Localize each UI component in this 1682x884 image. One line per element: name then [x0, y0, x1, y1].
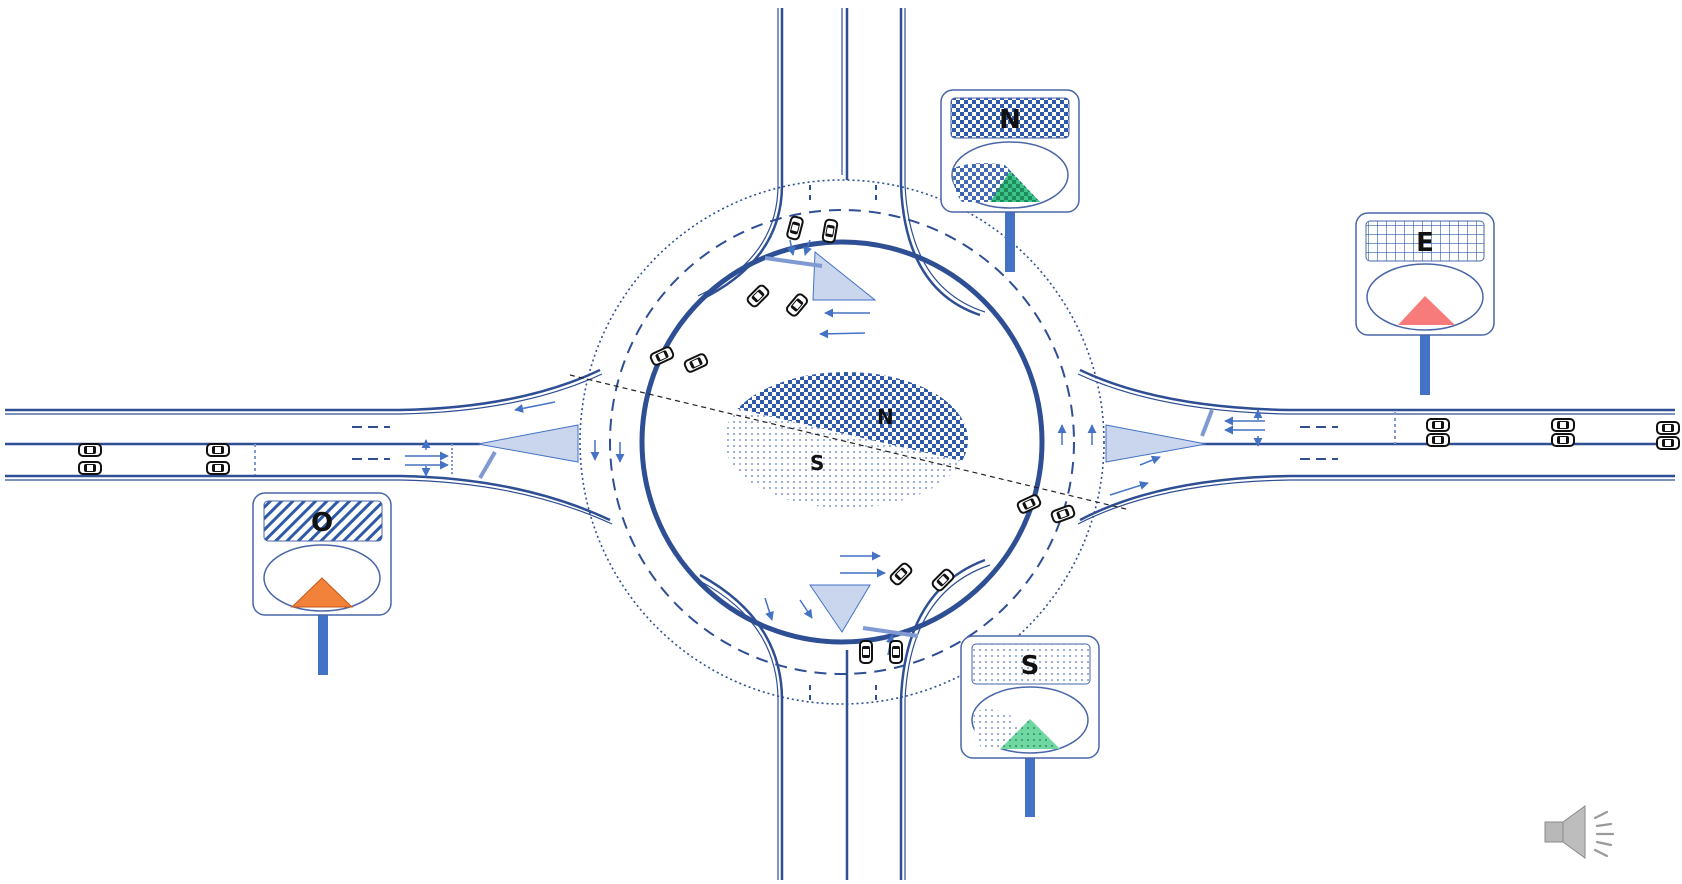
flow-arrows [405, 239, 1265, 656]
car [78, 443, 102, 457]
road-south [697, 558, 991, 880]
car [1656, 421, 1680, 435]
stop-lines [478, 256, 1214, 638]
car [1049, 503, 1077, 525]
splitter-islands [477, 250, 1207, 633]
car [648, 344, 676, 368]
road-east [1077, 368, 1675, 525]
car [821, 218, 839, 244]
car [929, 566, 957, 594]
lane-dashes [254, 185, 1396, 702]
signal-north-label: N [999, 105, 1021, 135]
signal-east: E [1355, 212, 1495, 395]
car [1426, 433, 1450, 447]
signal-south-label: S [1021, 651, 1040, 681]
signal-north: N [940, 89, 1080, 272]
island-label-south: S [810, 451, 824, 475]
car [1551, 433, 1575, 447]
signal-south: S [960, 635, 1100, 817]
car [78, 461, 102, 475]
road-north [697, 8, 986, 317]
car [1551, 418, 1575, 432]
signal-west: O [252, 492, 392, 675]
signal-east-indicator [1398, 296, 1455, 325]
car [859, 640, 873, 664]
splitter-south [809, 584, 871, 633]
roundabout-ring [579, 179, 1105, 705]
signal-west-indicator [290, 577, 354, 608]
car [1656, 436, 1680, 450]
splitter-north [812, 250, 877, 301]
signal-west-label: O [311, 508, 333, 538]
car [682, 351, 710, 375]
car [1426, 418, 1450, 432]
central-island: N S [569, 372, 1131, 511]
car [889, 640, 903, 664]
car [785, 214, 805, 242]
speaker-icon[interactable] [1544, 805, 1615, 859]
signal-east-label: E [1416, 228, 1434, 258]
car [206, 461, 230, 475]
car [887, 560, 915, 588]
car [206, 443, 230, 457]
signal-north-indicator [990, 171, 1040, 202]
splitter-east [1105, 424, 1207, 463]
car [744, 282, 772, 310]
signal-south-indicator [1000, 719, 1060, 749]
splitter-west [477, 424, 579, 463]
car [1015, 492, 1043, 516]
island-label-north: N [877, 405, 894, 429]
car [784, 291, 810, 319]
